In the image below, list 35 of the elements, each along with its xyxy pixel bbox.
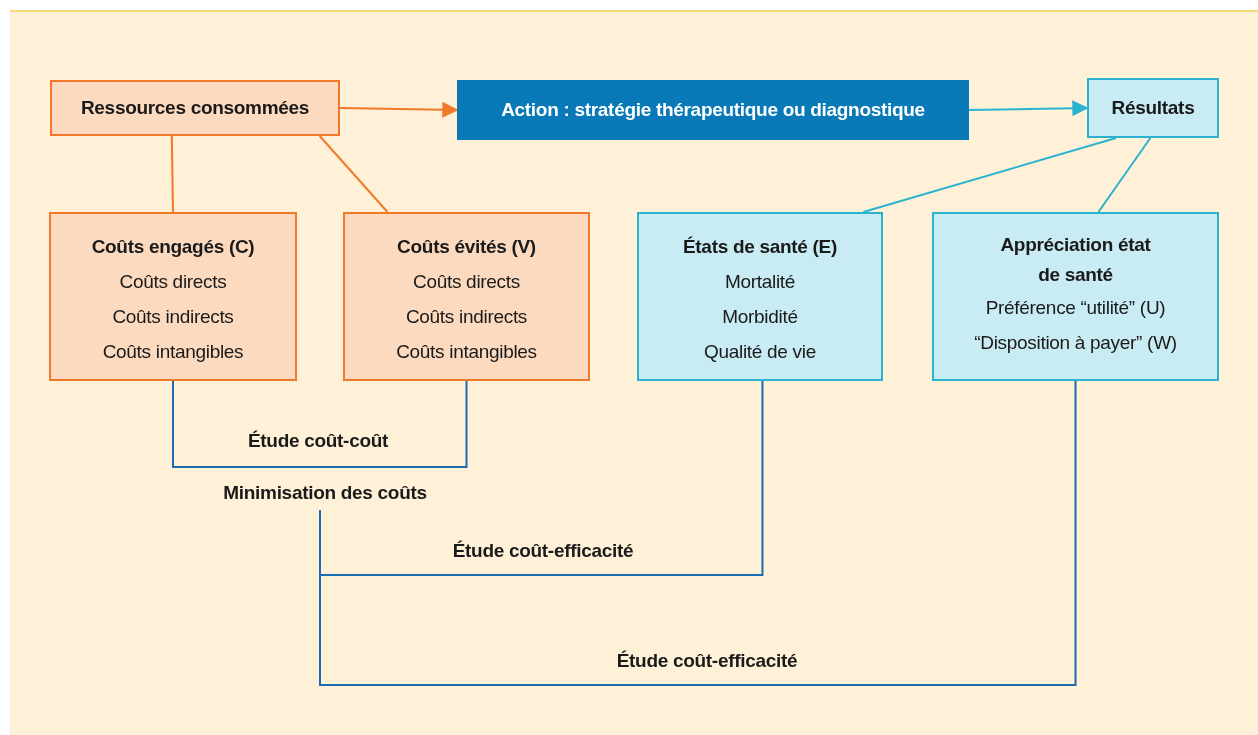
box-text: Morbidité (722, 305, 798, 329)
arrow (339, 101, 459, 118)
box-text: Coûts directs (119, 270, 227, 294)
box-text: Préférence “utilité” (U) (985, 296, 1166, 320)
box-heading: Ressources consommées (80, 96, 310, 120)
box-text: Coûts indirects (405, 305, 528, 329)
box-heading: Coûts engagés (C) (91, 235, 255, 259)
process-box (50, 80, 340, 136)
box-text: Coûts directs (413, 270, 520, 294)
box-heading: États de santé (E) (682, 235, 837, 259)
connector-line (318, 135, 389, 213)
process-box (932, 212, 1219, 381)
box-text: Qualité de vie (704, 340, 816, 364)
box-text: “Disposition à payer” (W) (974, 331, 1177, 355)
box-heading: Appréciation état de santé (999, 233, 1152, 287)
box-text: Coûts indirects (112, 305, 234, 329)
process-box (637, 212, 883, 381)
connector-line (1097, 137, 1152, 213)
connector-line (862, 137, 1118, 213)
box-heading: Résultats (1111, 96, 1195, 120)
connector-line (170, 135, 174, 213)
box-text: Coûts intangibles (396, 340, 537, 364)
arrow (968, 100, 1089, 117)
node-text: Minimisation des coûts (223, 481, 427, 505)
process-box (1087, 78, 1219, 138)
connector-line (319, 380, 764, 576)
action-box (457, 80, 969, 140)
box-text: Coûts intangibles (102, 340, 244, 364)
process-box (343, 212, 590, 381)
box-heading: Coûts évités (V) (397, 235, 536, 259)
box-heading: Action : stratégie thérapeutique ou diagnostique (501, 98, 925, 122)
box-text: Mortalité (724, 270, 796, 294)
connector-line (319, 380, 1077, 686)
connector-line (172, 380, 468, 468)
process-box (49, 212, 297, 381)
